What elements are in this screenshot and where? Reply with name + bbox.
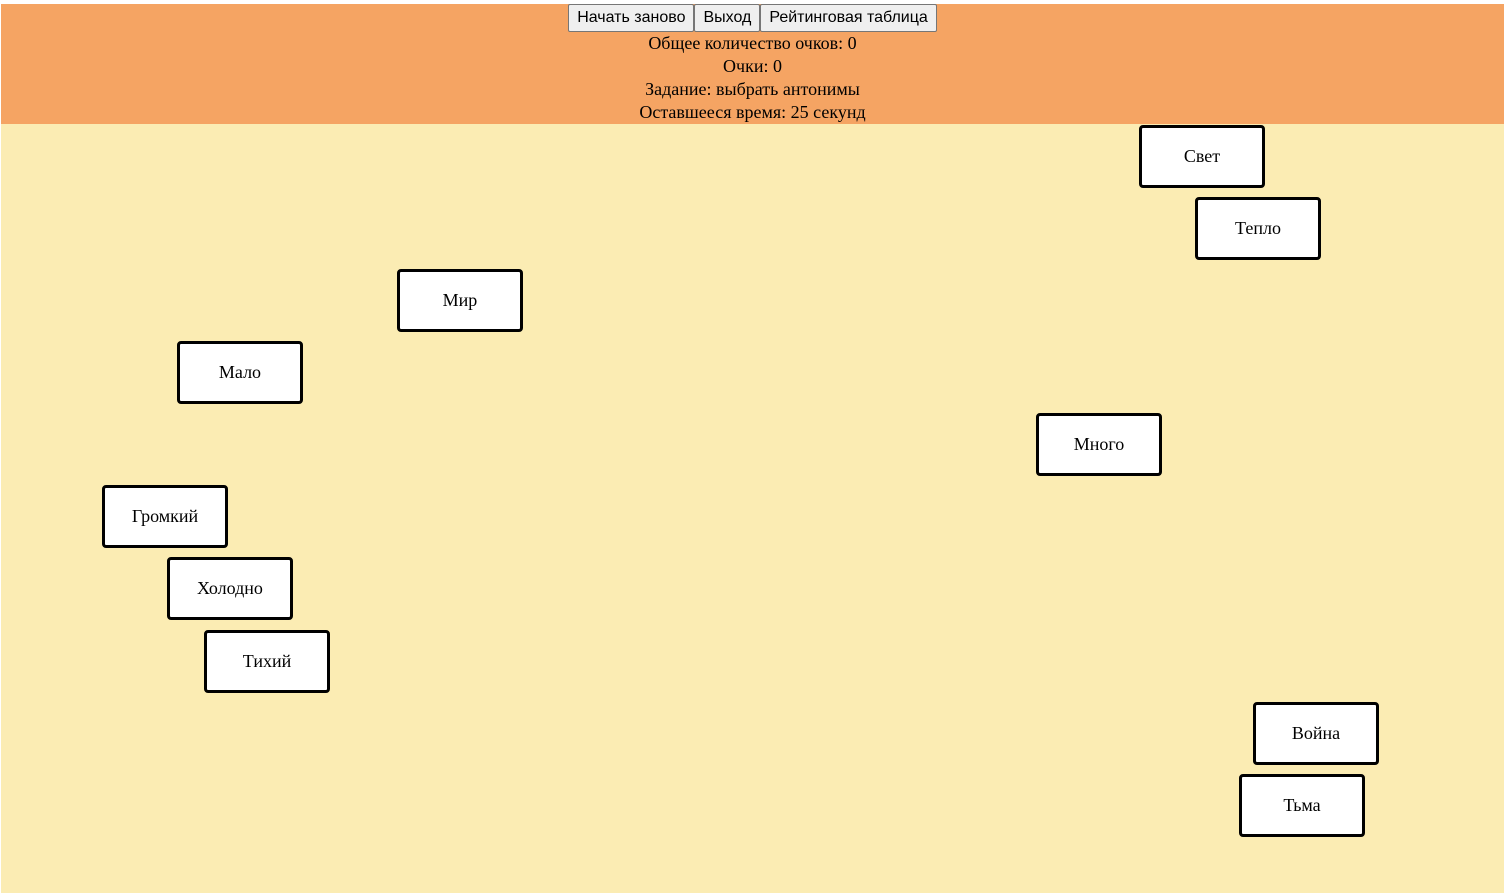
header-button-row: Начать заново Выход Рейтинговая таблица (1, 4, 1504, 32)
time-left-text: Оставшееся время: 25 секунд (639, 102, 866, 122)
game-app: Начать заново Выход Рейтинговая таблица … (1, 4, 1504, 893)
restart-button[interactable]: Начать заново (568, 4, 695, 32)
word-card-teplo[interactable]: Тепло (1195, 197, 1321, 260)
game-header: Начать заново Выход Рейтинговая таблица … (1, 4, 1504, 124)
score-text: Очки: 0 (723, 56, 782, 76)
word-card-svet[interactable]: Свет (1139, 125, 1265, 188)
word-card-holodno[interactable]: Холодно (167, 557, 293, 620)
word-card-tihiy[interactable]: Тихий (204, 630, 330, 693)
exit-button[interactable]: Выход (694, 4, 761, 32)
word-card-mir[interactable]: Мир (397, 269, 523, 332)
word-card-mnogo[interactable]: Много (1036, 413, 1162, 476)
word-card-malo[interactable]: Мало (177, 341, 303, 404)
task-text: Задание: выбрать антонимы (645, 79, 860, 99)
word-card-tma[interactable]: Тьма (1239, 774, 1365, 837)
word-card-gromkiy[interactable]: Громкий (102, 485, 228, 548)
leaderboard-button[interactable]: Рейтинговая таблица (760, 4, 937, 32)
game-field: Свет Тепло Мир Мало Много Громкий Холодн… (1, 124, 1504, 893)
total-score-text: Общее количество очков: 0 (648, 33, 857, 53)
word-card-voyna[interactable]: Война (1253, 702, 1379, 765)
